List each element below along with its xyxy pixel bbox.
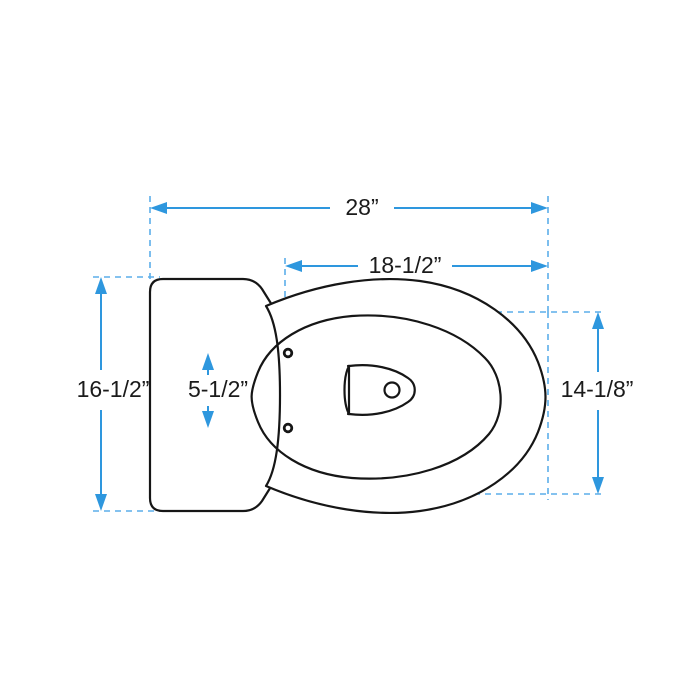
toilet-geometry: [148, 277, 547, 515]
dim-arrowhead-185-right: [531, 260, 548, 272]
dim-arrowhead-165-top: [95, 277, 107, 294]
dim-arrowhead-28-right: [531, 202, 548, 214]
dimension-label-bowl-projection: 18-1/2”: [369, 252, 442, 278]
dim-arrowhead-28-left: [150, 202, 167, 214]
dim-arrowhead-55-top: [202, 353, 214, 370]
bolt-hole-bottom-bore: [285, 425, 291, 431]
dim-arrowhead-55-bottom: [202, 411, 214, 428]
dim-arrowhead-1418-bottom: [592, 477, 604, 494]
dimension-label-bolt-spread: 5-1/2”: [188, 376, 248, 402]
dimension-label-overall-depth: 28”: [345, 194, 378, 220]
dim-arrowhead-165-bottom: [95, 494, 107, 511]
dim-arrowhead-185-left: [285, 260, 302, 272]
dimension-label-tank-width: 16-1/2”: [77, 376, 150, 402]
dimension-label-bowl-width: 14-1/8”: [561, 376, 634, 402]
flush-valve-seal-edge: [346, 364, 351, 416]
dimension-overall-depth: 28”: [150, 194, 548, 220]
dimension-bowl-projection: 18-1/2”: [285, 252, 548, 278]
bowl-inner-rim: [250, 314, 502, 480]
dimension-bowl-width: 14-1/8”: [561, 312, 634, 494]
dimension-bolt-spread: 5-1/2”: [188, 353, 248, 428]
flush-valve-seal-outline: [347, 364, 416, 416]
flush-valve-center-hole: [383, 381, 401, 399]
dim-arrowhead-1418-top: [592, 312, 604, 329]
dimension-tank-width: 16-1/2”: [77, 277, 150, 511]
flush-valve-seal-lip: [343, 364, 351, 416]
bowl-outer-rim: [264, 277, 547, 515]
bolt-hole-top-bore: [285, 350, 291, 356]
